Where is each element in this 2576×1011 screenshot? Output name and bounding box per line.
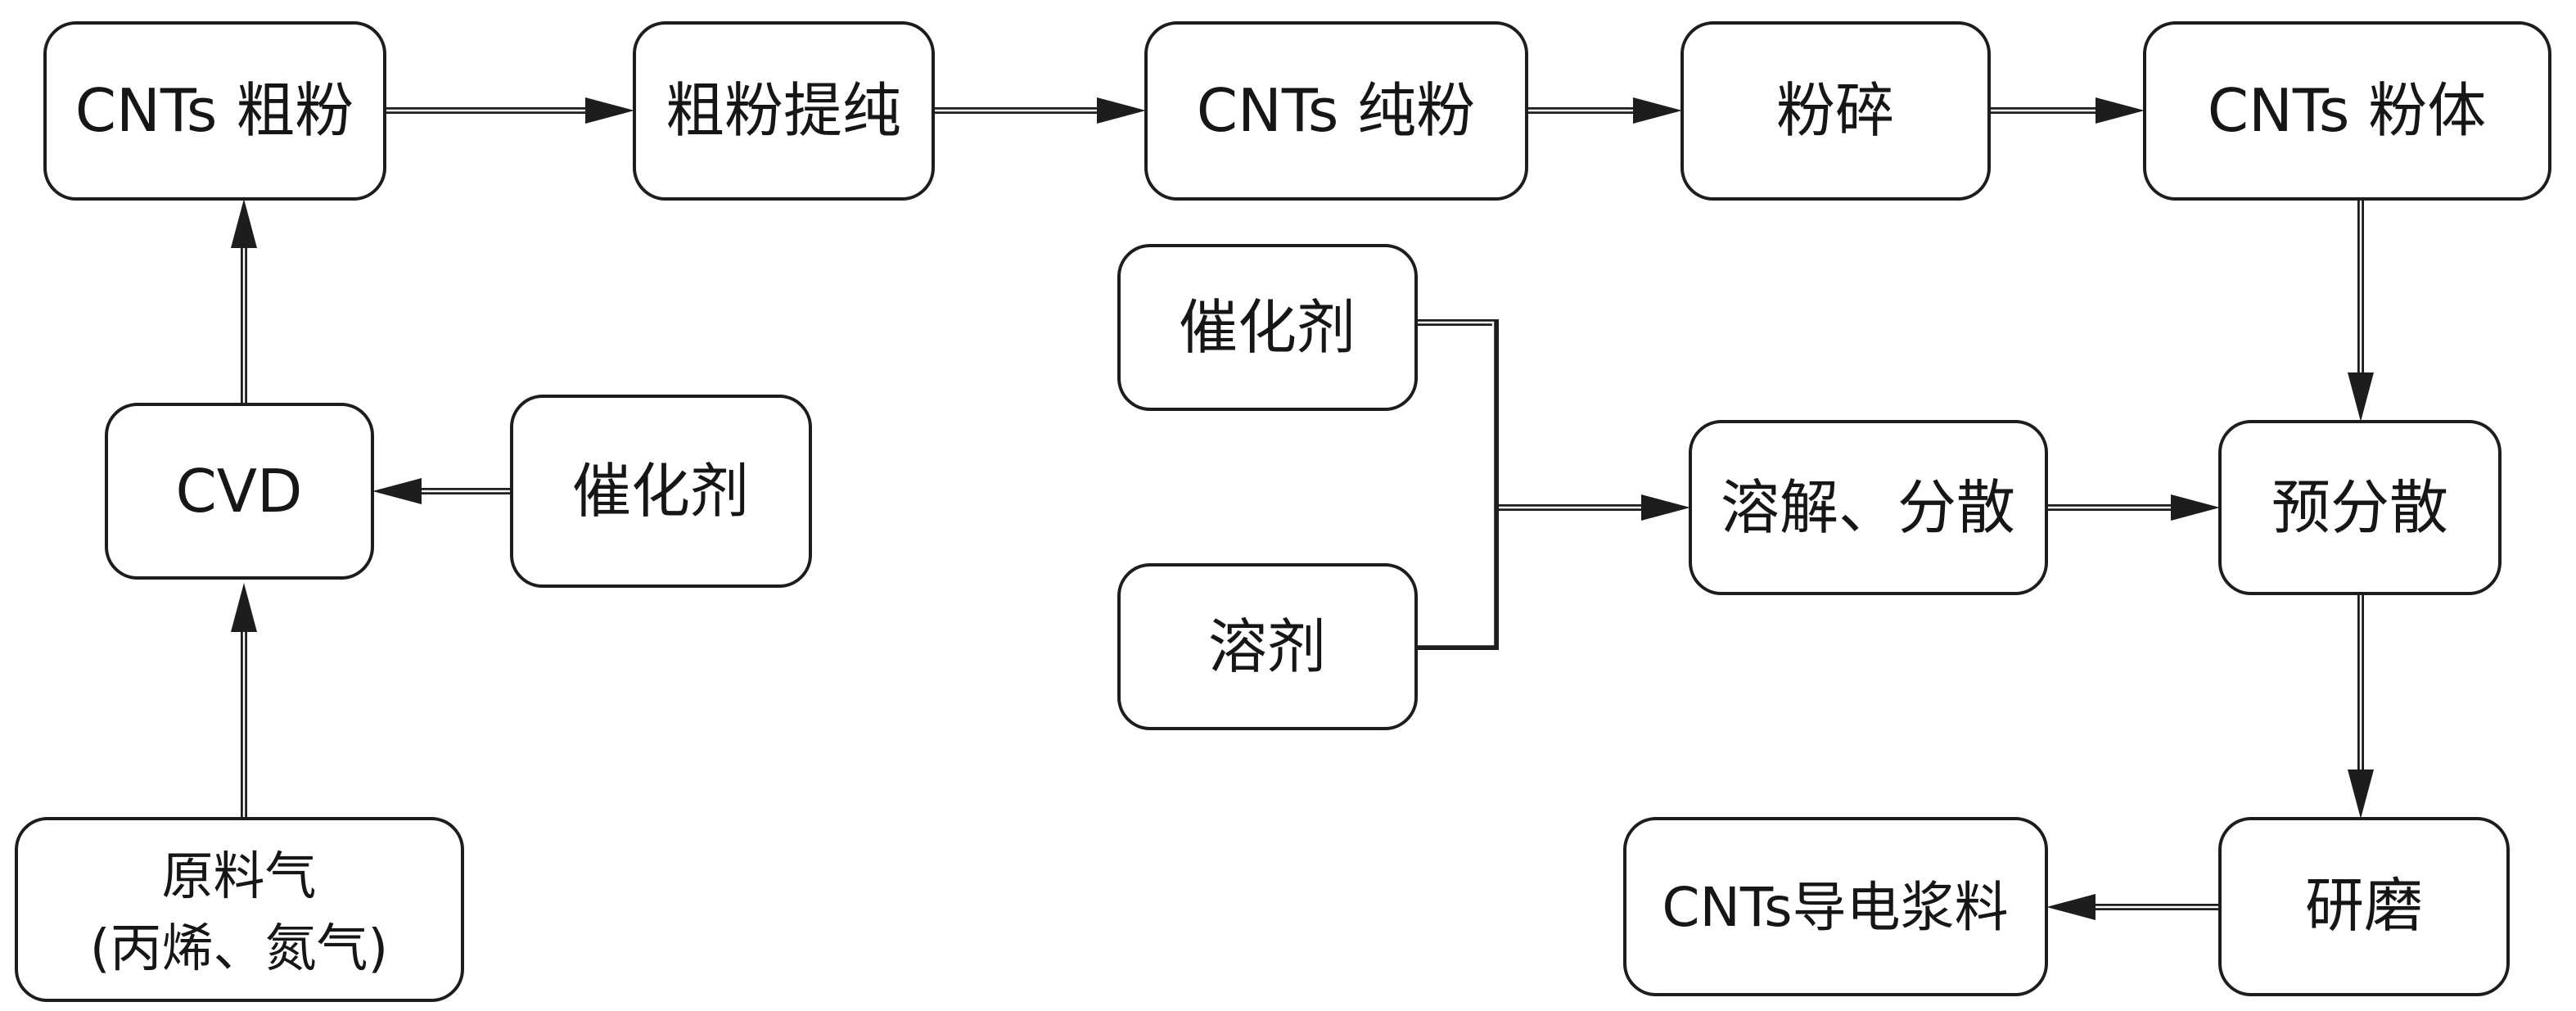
- arrow-crush-to-powder: [1989, 97, 2145, 124]
- node-cnts-pure-powder: CNTs 纯粉: [1144, 21, 1528, 201]
- arrow-catalyst-to-cvd: [372, 478, 512, 504]
- node-box: [105, 403, 374, 580]
- node-label: 溶剂: [1208, 612, 1326, 681]
- node-label: 研磨: [2305, 871, 2423, 940]
- merge-bracket: [1416, 319, 1499, 650]
- node-label: CNTs 粉体: [2208, 76, 2487, 145]
- arrow-merge-to-dissolve: [1496, 494, 1690, 521]
- node-box: [1689, 420, 2048, 595]
- arrow-purify-to-pure: [933, 97, 1146, 124]
- node-label: CNTs 粗粉: [75, 76, 354, 145]
- node-label: CNTs 纯粉: [1197, 76, 1476, 145]
- node-box: [1117, 563, 1418, 730]
- node-box: [510, 395, 812, 588]
- node-label: 粗粉提纯: [665, 76, 901, 145]
- node-cnts-powder: CNTs 粉体: [2143, 21, 2551, 201]
- node-feed-gas: 原料气 (丙烯、氮气): [15, 817, 464, 1002]
- node-label-line1: 原料气: [162, 846, 317, 906]
- node-label: CNTs导电浆料: [1662, 876, 2008, 939]
- node-box: [633, 21, 935, 201]
- node-cvd: CVD: [105, 403, 374, 580]
- arrow-powder-to-predisperse: [2348, 199, 2374, 422]
- node-crude-purification: 粗粉提纯: [633, 21, 935, 201]
- node-box: [1623, 817, 2048, 996]
- node-label: 粉碎: [1776, 76, 1894, 145]
- node-cnts-conductive-paste: CNTs导电浆料: [1623, 817, 2048, 996]
- node-label: 催化剂: [572, 457, 749, 526]
- arrow-dissolve-to-predisperse: [2046, 494, 2220, 521]
- node-label: 预分散: [2271, 473, 2448, 542]
- arrow-pure-to-crush: [1527, 97, 1682, 124]
- node-box: [2143, 21, 2551, 201]
- node-crushing: 粉碎: [1680, 21, 1991, 201]
- node-box: [15, 817, 464, 1002]
- node-label-line2: (丙烯、氮气): [90, 918, 388, 978]
- node-catalyst-for-mix: 催化剂: [1117, 244, 1418, 411]
- node-predisperse: 预分散: [2218, 420, 2502, 595]
- node-grinding: 研磨: [2218, 817, 2510, 996]
- node-box: [1144, 21, 1528, 201]
- arrow-grind-to-paste: [2046, 894, 2220, 920]
- node-box: [1680, 21, 1991, 201]
- node-label: 溶解、分散: [1721, 473, 2015, 542]
- arrow-predisperse-to-grind: [2348, 594, 2374, 819]
- node-box: [43, 21, 386, 201]
- node-label: CVD: [176, 457, 303, 526]
- node-label: 催化剂: [1179, 293, 1356, 362]
- arrow-crude-to-purify: [385, 97, 634, 124]
- node-solvent: 溶剂: [1117, 563, 1418, 730]
- node-box: [2218, 817, 2510, 996]
- arrow-feedgas-to-cvd: [231, 583, 257, 819]
- node-catalyst-for-cvd: 催化剂: [510, 395, 812, 588]
- node-dissolve-disperse: 溶解、分散: [1689, 420, 2048, 595]
- node-cnts-crude-powder: CNTs 粗粉: [43, 21, 386, 201]
- arrow-cvd-to-crude: [231, 199, 257, 404]
- node-box: [2218, 420, 2502, 595]
- node-box: [1117, 244, 1418, 411]
